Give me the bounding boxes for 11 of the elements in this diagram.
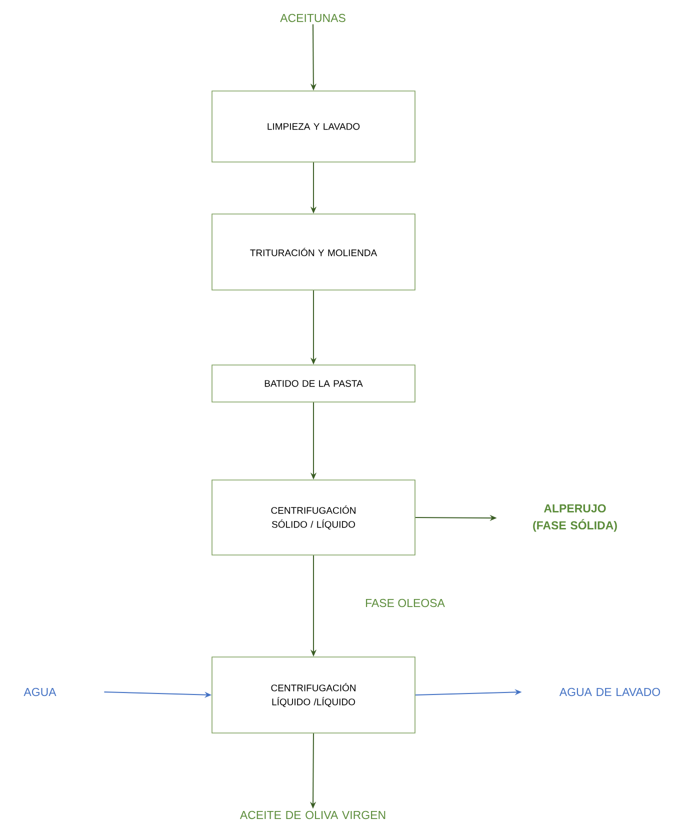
output-label: ALPERUJO (FASE SÓLIDA)	[533, 504, 617, 532]
input-label: ACEITUNAS	[280, 14, 346, 22]
input-label: AGUA	[24, 688, 56, 696]
process-box: CENTRIFUGACIÓN SÓLIDO / LÍQUIDO	[212, 480, 416, 556]
output-label: ACEITE DE OLIVA VIRGEN	[240, 810, 386, 820]
process-box: BATIDO DE LA PASTA	[212, 364, 416, 402]
process-box: CENTRIFUGACIÓN LÍQUIDO /LÍQUIDO	[212, 656, 416, 734]
output-label: AGUA DE LAVADO	[559, 688, 660, 696]
edge-label: FASE OLEOSA	[366, 598, 445, 608]
process-box: LIMPIEZA Y LAVADO	[212, 90, 416, 162]
process-box: TRITURACIÓN Y MOLIENDA	[212, 214, 416, 290]
